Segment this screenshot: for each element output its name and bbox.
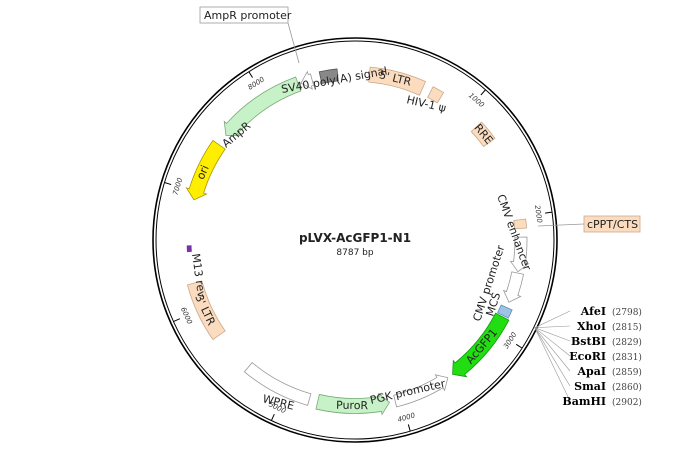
tick-mark [480, 89, 486, 96]
tick-mark [407, 424, 411, 432]
tick-label: 1000 [467, 91, 486, 109]
ltr3-arc [186, 280, 226, 341]
site-leader-line [534, 327, 571, 402]
wpre-arc [243, 362, 312, 406]
backbone-inner [155, 40, 555, 440]
site-position: (2860) [612, 382, 642, 393]
ampr-arc [223, 76, 302, 136]
cppt-arc [513, 218, 528, 230]
backbone-outer [152, 37, 558, 443]
tick-mark [173, 318, 181, 322]
sv40-arc [318, 68, 339, 84]
site-position: (2831) [612, 352, 642, 363]
site-name: AfeI [580, 305, 606, 318]
tick-mark [164, 182, 172, 186]
mcs-arc [497, 304, 513, 319]
acgfp1-arc [452, 312, 510, 378]
tick-mark [248, 71, 253, 78]
tick-label: 8000 [247, 75, 267, 92]
ampr-promoter-leader [287, 22, 300, 64]
site-name: BstBI [571, 335, 606, 348]
ori-arc [185, 139, 226, 201]
tick-mark [515, 343, 523, 349]
site-name: ApaI [577, 365, 607, 378]
label-acgfp1: AcGFP1 [463, 326, 500, 366]
hiv-psi-arc [427, 86, 445, 104]
site-leader-line [534, 327, 571, 387]
tick-mark [545, 211, 553, 214]
site-leader-line [534, 327, 571, 342]
site-position: (2815) [612, 322, 642, 333]
site-leader-line [534, 327, 571, 357]
ampr-promoter-callout-box [199, 6, 289, 24]
tick-label: 4000 [397, 411, 417, 424]
plasmid-name: pLVX-AcGFP1-N1 [299, 231, 411, 245]
site-leader-lines [534, 310, 571, 402]
ltr5-arc [368, 66, 427, 96]
label-ori: ori [194, 163, 212, 181]
tick-label: 6000 [179, 306, 194, 326]
site-leader-line [534, 310, 571, 328]
ampr-promoter-arc [300, 70, 315, 90]
site-position: (2859) [612, 367, 642, 378]
pgk-arc [393, 374, 449, 408]
tick-mark [270, 414, 275, 421]
rre-arc [470, 121, 496, 148]
site-name: EcoRI [569, 350, 606, 363]
site-position: (2798) [612, 307, 642, 318]
cmv-enhancer-arc [509, 236, 530, 273]
site-leader-line [534, 327, 571, 372]
plasmid-size: 8787 bp [336, 248, 373, 258]
tick-label: 7000 [171, 176, 184, 196]
label-ampr-promoter: AmpR promoter [204, 9, 292, 22]
site-name: BamHI [562, 395, 606, 408]
site-name: SmaI [574, 380, 606, 393]
label-cppt: cPPT/CTS [587, 218, 638, 231]
site-name: XhoI [577, 320, 606, 333]
label-m13rev: M13 rev [189, 253, 208, 299]
restriction-sites: AfeI (2798) XhoI (2815) BstBI (2829) Eco… [562, 305, 642, 408]
tick-label: 2000 [533, 205, 543, 224]
cppt-leader [537, 223, 585, 227]
site-leader-line [534, 325, 571, 328]
puror-arc [315, 392, 391, 416]
label-puror: PuroR [336, 399, 369, 413]
cmv-promoter-arc [502, 271, 525, 303]
site-position: (2829) [612, 337, 642, 348]
tick-label: 3000 [502, 330, 519, 350]
site-position: (2902) [612, 397, 642, 408]
m13rev-arc [186, 245, 192, 253]
